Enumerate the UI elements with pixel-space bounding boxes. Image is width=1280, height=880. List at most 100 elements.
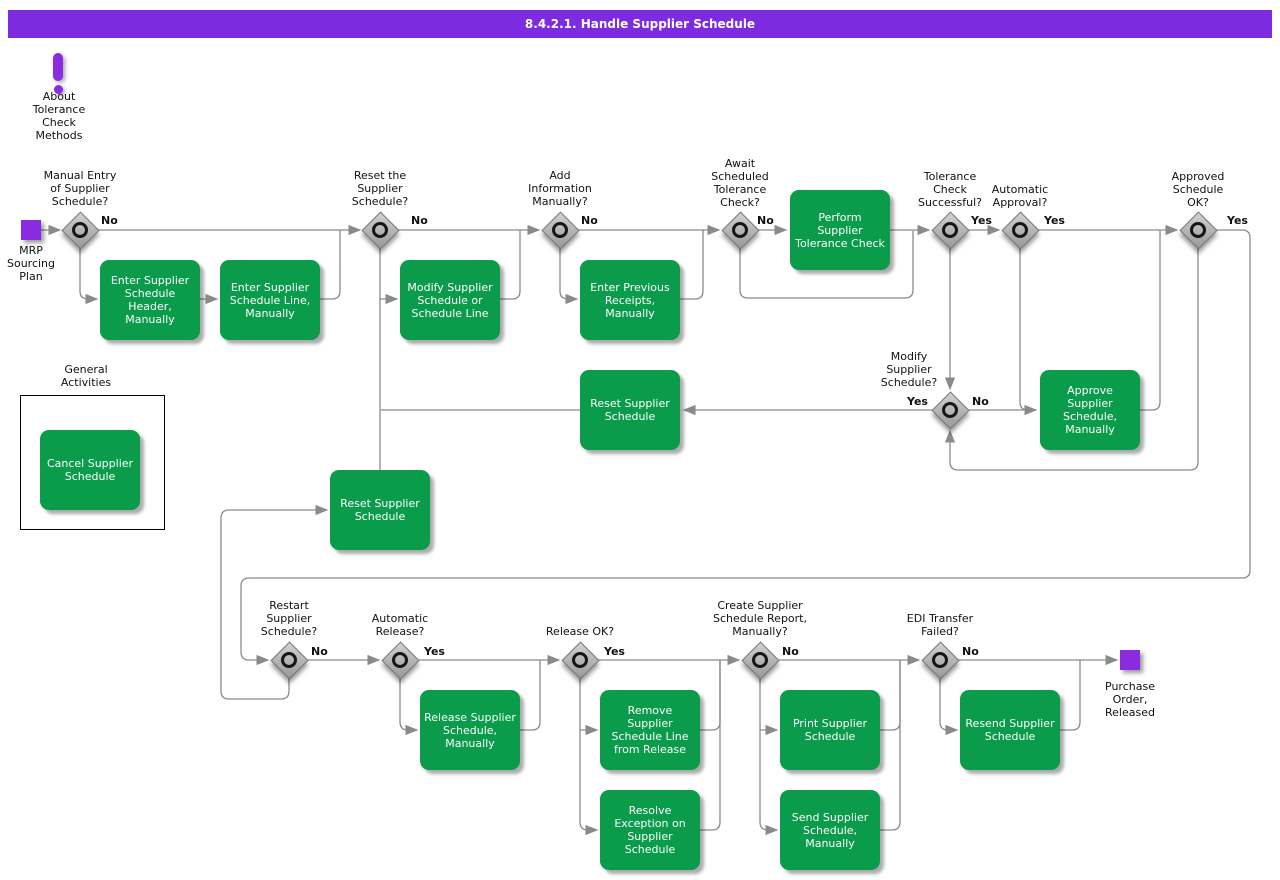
- exclamation-icon[interactable]: [53, 53, 63, 81]
- decision-automatic-approval-label: Automatic Approval?: [991, 183, 1049, 209]
- branch-label-no: No: [411, 214, 428, 227]
- connector-line: [320, 230, 341, 300]
- decision-automatic-release-label: Automatic Release?: [371, 612, 429, 638]
- branch-label-no: No: [101, 214, 118, 227]
- connector-line: [700, 660, 721, 831]
- decision-ring-icon: [1012, 222, 1028, 238]
- activity-send-schedule-manually[interactable]: Send Supplier Schedule, Manually: [780, 790, 880, 870]
- activity-release-schedule-manually[interactable]: Release Supplier Schedule, Manually: [420, 690, 520, 770]
- connector-line: [700, 660, 721, 731]
- general-activities-frame: [20, 395, 165, 530]
- decision-create-schedule-report-label: Create Supplier Schedule Report, Manuall…: [712, 599, 807, 638]
- branch-label-yes: Yes: [1227, 214, 1248, 227]
- connector-line: [1140, 230, 1161, 411]
- decision-ring-icon: [572, 652, 588, 668]
- decision-create-schedule-report: [741, 641, 780, 680]
- activity-modify-schedule-or-line[interactable]: Modify Supplier Schedule or Schedule Lin…: [400, 260, 500, 340]
- decision-release-ok-label: Release OK?: [545, 625, 615, 638]
- connector-line: [759, 678, 779, 836]
- activity-cancel-supplier-schedule[interactable]: Cancel Supplier Schedule: [40, 430, 140, 510]
- decision-ring-icon: [372, 222, 388, 238]
- decision-add-information: [541, 211, 580, 250]
- branch-label-no: No: [782, 645, 799, 658]
- activity-resolve-exception[interactable]: Resolve Exception on Supplier Schedule: [600, 790, 700, 870]
- decision-ring-icon: [392, 652, 408, 668]
- connector-line: [79, 248, 99, 305]
- branch-label-no: No: [581, 214, 598, 227]
- connector-line: [1060, 660, 1081, 731]
- branch-label-yes: Yes: [424, 645, 445, 658]
- branch-label-no: No: [972, 395, 989, 408]
- decision-approved-schedule-ok: [1179, 211, 1218, 250]
- activity-perform-tolerance-check[interactable]: Perform Supplier Tolerance Check: [790, 190, 890, 270]
- branch-label-no: No: [311, 645, 328, 658]
- connector-line: [240, 229, 1251, 666]
- decision-reset-schedule-label: Reset the Supplier Schedule?: [351, 169, 409, 208]
- decision-restart-supplier-schedule-label: Restart Supplier Schedule?: [260, 599, 318, 638]
- decision-ring-icon: [942, 222, 958, 238]
- decision-ring-icon: [1190, 222, 1206, 238]
- decision-edi-transfer-failed: [921, 641, 960, 680]
- activity-remove-line-from-release[interactable]: Remove Supplier Schedule Line from Relea…: [600, 690, 700, 770]
- decision-manual-entry: [61, 211, 100, 250]
- activity-enter-schedule-header[interactable]: Enter Supplier Schedule Header, Manually: [100, 260, 200, 340]
- activity-enter-schedule-line[interactable]: Enter Supplier Schedule Line, Manually: [220, 260, 320, 340]
- activity-reset-supplier-schedule-1[interactable]: Reset Supplier Schedule: [580, 370, 680, 450]
- decision-await-tolerance-check-label: Await Scheduled Tolerance Check?: [711, 157, 769, 209]
- connector-line: [520, 660, 541, 731]
- start-node-label: MRP Sourcing Plan: [6, 244, 56, 283]
- start-node-mrp-sourcing-plan[interactable]: [21, 220, 41, 240]
- decision-tolerance-check-successful-label: Tolerance Check Successful?: [917, 170, 983, 209]
- activity-print-supplier-schedule[interactable]: Print Supplier Schedule: [780, 690, 880, 770]
- decision-release-ok: [561, 641, 600, 680]
- decision-edi-transfer-failed-label: EDI Transfer Failed?: [906, 612, 974, 638]
- activity-resend-supplier-schedule[interactable]: Resend Supplier Schedule: [960, 690, 1060, 770]
- decision-ring-icon: [72, 222, 88, 238]
- connector-line: [944, 248, 1199, 471]
- connector-line: [880, 660, 901, 831]
- decision-ring-icon: [752, 652, 768, 668]
- decision-reset-schedule: [361, 211, 400, 250]
- decision-approved-schedule-ok-label: Approved Schedule OK?: [1171, 170, 1225, 209]
- decision-modify-supplier-schedule-label: Modify Supplier Schedule?: [880, 350, 938, 389]
- page-title: 8.4.2.1. Handle Supplier Schedule: [8, 10, 1272, 38]
- decision-await-tolerance-check: [721, 211, 760, 250]
- activity-enter-previous-receipts[interactable]: Enter Previous Receipts, Manually: [580, 260, 680, 340]
- connector-line: [220, 504, 329, 700]
- decision-tolerance-check-successful: [931, 211, 970, 250]
- branch-label-yes: Yes: [604, 645, 625, 658]
- connector-line: [500, 230, 521, 300]
- connector-line: [1019, 248, 1038, 416]
- decision-ring-icon: [932, 652, 948, 668]
- annotation-label: About Tolerance Check Methods: [32, 90, 86, 142]
- end-node-purchase-order-released[interactable]: [1120, 650, 1140, 670]
- general-activities-label: General Activities: [60, 363, 112, 389]
- connector-line: [559, 248, 579, 305]
- connector-line: [680, 230, 704, 300]
- connector-line: [579, 678, 599, 836]
- decision-automatic-approval: [1001, 211, 1040, 250]
- decision-ring-icon: [732, 222, 748, 238]
- decision-add-information-label: Add Information Manually?: [528, 169, 592, 208]
- branch-label-yes: Yes: [971, 214, 992, 227]
- decision-ring-icon: [281, 652, 297, 668]
- branch-label-yes: Yes: [907, 395, 928, 408]
- decision-ring-icon: [552, 222, 568, 238]
- connector-line: [739, 231, 914, 299]
- activity-approve-schedule-manually[interactable]: Approve Supplier Schedule, Manually: [1040, 370, 1140, 450]
- activity-reset-supplier-schedule-2[interactable]: Reset Supplier Schedule: [330, 470, 430, 550]
- decision-manual-entry-label: Manual Entry of Supplier Schedule?: [43, 169, 117, 208]
- end-node-label: Purchase Order, Released: [1105, 680, 1155, 719]
- connector-line: [880, 660, 901, 731]
- decision-modify-supplier-schedule: [931, 391, 970, 430]
- decision-restart-supplier-schedule: [270, 641, 309, 680]
- branch-label-no: No: [757, 214, 774, 227]
- connector-line: [399, 678, 419, 736]
- decision-automatic-release: [381, 641, 420, 680]
- exclamation-icon-dot: [54, 85, 63, 94]
- branch-label-yes: Yes: [1044, 214, 1065, 227]
- connector-line: [939, 678, 959, 736]
- branch-label-no: No: [962, 645, 979, 658]
